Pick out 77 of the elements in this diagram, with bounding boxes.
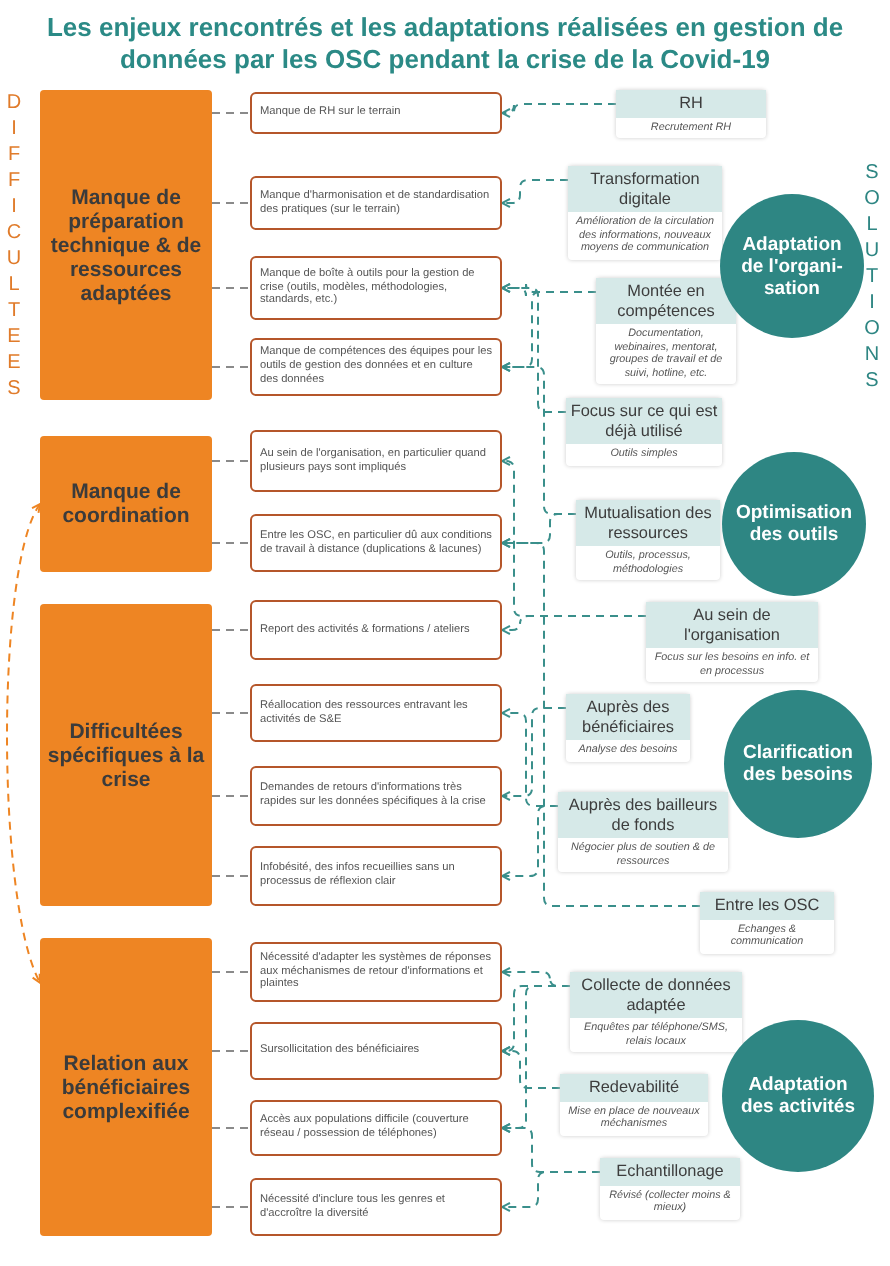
issue-box — [250, 942, 502, 1002]
solution-card — [558, 792, 728, 873]
solution-card — [568, 166, 722, 260]
solution-card — [596, 278, 736, 385]
connector-line — [211, 1206, 251, 1208]
arrow — [501, 615, 647, 635]
solution-heading: Redevabilité — [560, 1074, 708, 1101]
connector-line — [211, 460, 251, 462]
solution-card — [616, 90, 766, 139]
category-title: Manque de coordination — [60, 480, 192, 528]
solution-heading: Montée en compétences — [596, 278, 736, 324]
connector-line — [211, 971, 251, 973]
solution-heading: Au sein de l'organisation — [646, 602, 818, 648]
solution-heading: Entre les OSC — [700, 892, 834, 919]
solution-heading: RH — [616, 90, 766, 117]
solution-card — [700, 892, 834, 954]
side-label: DIFFICULTEES — [6, 90, 22, 402]
solution-card — [600, 1158, 740, 1220]
solution-theme: Clarification des besoins — [741, 742, 855, 786]
issue-box — [250, 1100, 502, 1156]
category-title: Manque de préparation technique & de ressources adaptées — [48, 185, 204, 305]
solution-heading: Collecte de données adaptée — [570, 972, 742, 1018]
arrow — [6, 503, 42, 984]
solution-heading: Auprès des bénéficiaires — [566, 694, 690, 740]
solution-card — [566, 398, 722, 466]
solution-card — [566, 694, 690, 762]
arrow — [501, 179, 569, 208]
category-box — [40, 938, 212, 1236]
arrow — [501, 103, 617, 118]
connector-line — [211, 795, 251, 797]
connector-line — [211, 542, 251, 544]
category-box — [40, 604, 212, 906]
solution-heading: Echantillonage — [600, 1158, 740, 1185]
issue-box — [250, 684, 502, 742]
arrow — [501, 538, 701, 907]
solution-heading: Mutualisation des ressources — [576, 500, 720, 546]
issue-box — [250, 256, 502, 320]
connector-line — [211, 112, 251, 114]
title: Les enjeux rencontrés et les adaptations réalisées en gestion de données par les OSC pendant la crise de la Covid-19 — [44, 12, 846, 76]
connector-line — [211, 287, 251, 289]
issue-box — [250, 176, 502, 230]
connector-line — [211, 875, 251, 877]
solution-card — [646, 602, 818, 683]
arrow — [501, 291, 597, 372]
category-box — [40, 90, 212, 400]
category-box — [40, 436, 212, 572]
connector-line — [211, 366, 251, 368]
issue-box — [250, 1022, 502, 1080]
solution-heading: Focus sur ce qui est déjà utilisé — [566, 398, 722, 444]
issue-box — [250, 846, 502, 906]
solution-heading: Auprès des bailleurs de fonds — [558, 792, 728, 838]
arrow — [501, 1046, 561, 1089]
issue-box — [250, 514, 502, 572]
connector-line — [211, 1127, 251, 1129]
arrow — [501, 805, 559, 881]
connector-line — [211, 202, 251, 204]
solution-card — [570, 972, 742, 1053]
arrow — [501, 1171, 601, 1212]
connector-line — [211, 629, 251, 631]
issue-box — [250, 92, 502, 134]
connector-line — [211, 712, 251, 714]
solution-card — [576, 500, 720, 581]
issue-box — [250, 1178, 502, 1236]
connector-line — [211, 1050, 251, 1052]
solution-card — [560, 1074, 708, 1136]
solution-theme: Optimisation des outils — [733, 502, 855, 546]
issue-box — [250, 766, 502, 826]
side-label: SOLUTIONS — [864, 160, 880, 394]
arrow — [501, 283, 567, 413]
category-title: Relation aux bénéficiaires complexifiée — [59, 1051, 193, 1123]
solution-heading: Transformation digitale — [568, 166, 722, 212]
issue-box — [250, 600, 502, 660]
issue-box — [250, 338, 502, 396]
solution-theme: Adaptation des activités — [738, 1074, 858, 1118]
solution-theme: Adaptation de l'organi-sation — [739, 233, 845, 299]
category-title: Difficultées spécifiques à la crise — [45, 719, 207, 791]
issue-box — [250, 430, 502, 492]
